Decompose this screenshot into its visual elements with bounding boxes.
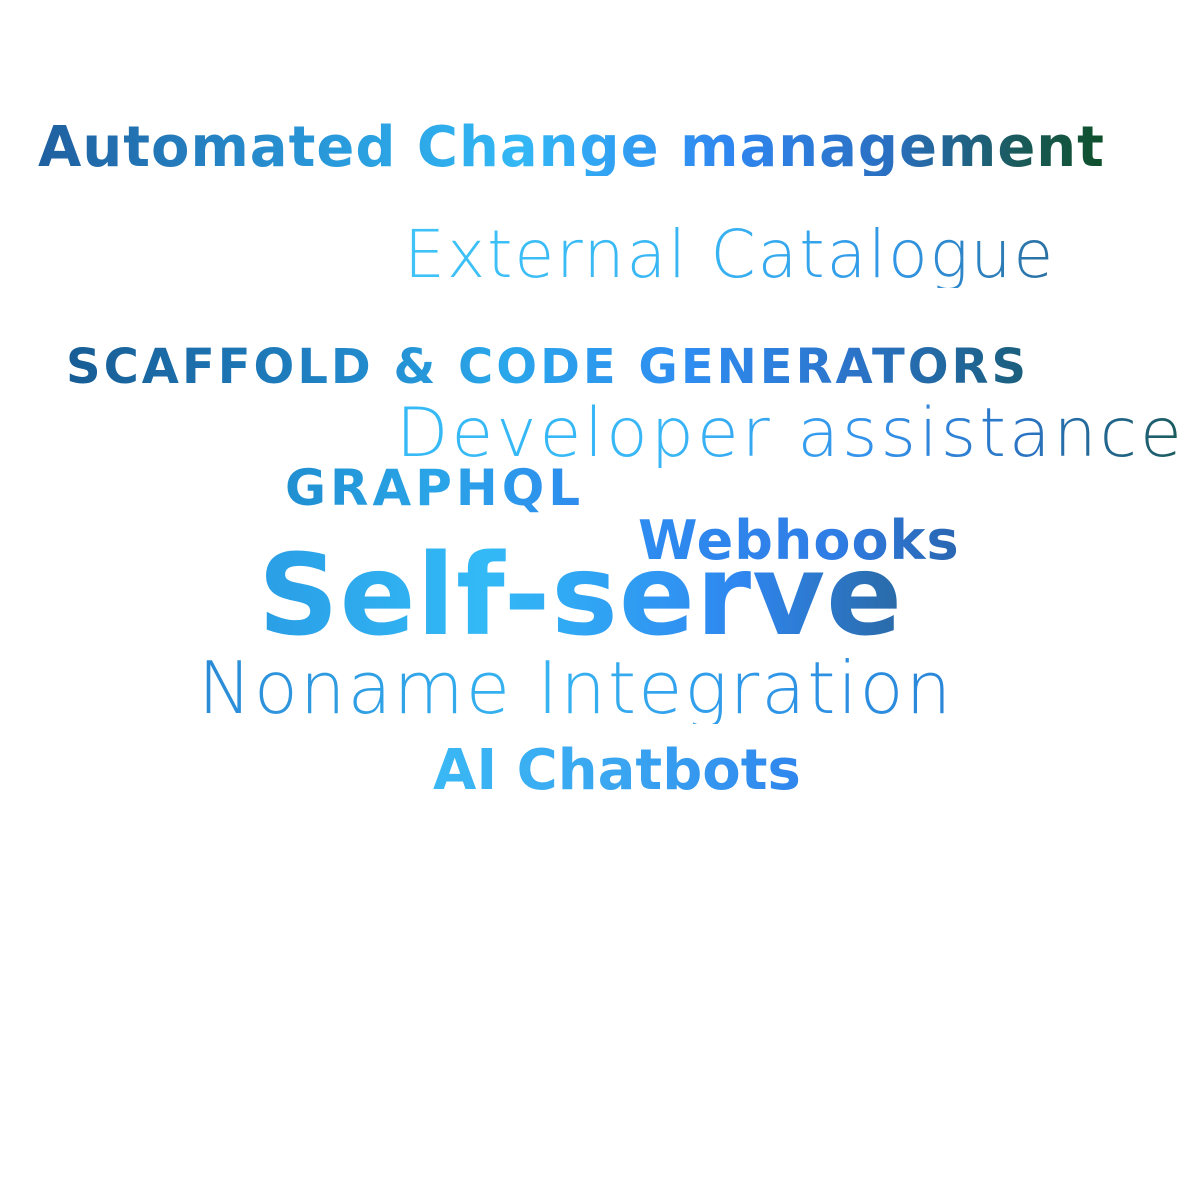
word-developer-assistance: Developer assistance [396,394,1185,473]
word-graphql: GRAPHQL [285,459,585,517]
word-external-catalogue: External Catalogue [404,216,1056,293]
word-self-serve: Self-serve [258,531,904,661]
word-webhooks: Webhooks [638,514,960,568]
word-automated-change-management: Automated Change management [38,115,1105,180]
word-noname-integration: Noname Integration [198,646,954,730]
word-scaffold-code-generators: SCAFFOLD & CODE GENERATORS [66,339,1030,395]
word-ai-chatbots: AI Chatbots [433,738,801,803]
